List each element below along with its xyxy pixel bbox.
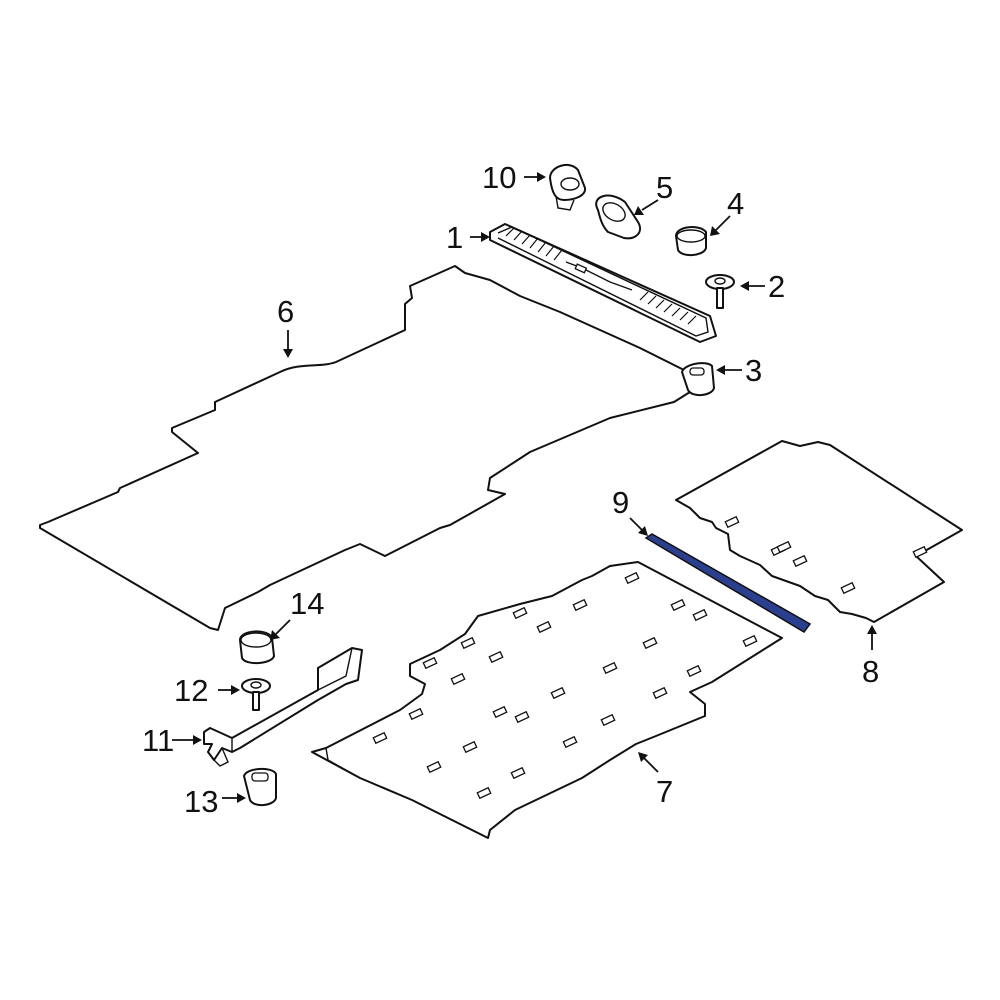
- part-8-rear-mat[interactable]: [675, 440, 963, 623]
- callout-14: 14: [290, 586, 324, 621]
- part-10-bumper[interactable]: [549, 163, 587, 211]
- part-7-floor-mat[interactable]: [311, 561, 783, 839]
- callout-4: 4: [727, 186, 744, 221]
- callout-13: 13: [184, 784, 218, 819]
- callout-1: 1: [446, 220, 463, 255]
- part-11-bracket[interactable]: [203, 647, 363, 767]
- leader-lines: [172, 172, 877, 803]
- callout-9: 9: [612, 485, 629, 520]
- callout-8: 8: [862, 654, 879, 689]
- part-2-push-pin[interactable]: [705, 274, 735, 309]
- callout-5: 5: [656, 170, 673, 205]
- part-14-plug[interactable]: [239, 630, 275, 664]
- callout-2: 2: [768, 269, 785, 304]
- part-6-floor-mat[interactable]: [39, 265, 691, 631]
- part-4-plug[interactable]: [675, 226, 707, 256]
- part-9-strip[interactable]: [644, 533, 812, 633]
- callout-7: 7: [656, 774, 673, 809]
- callout-11: 11: [142, 723, 174, 758]
- part-5-grommet[interactable]: [595, 194, 642, 240]
- callout-6: 6: [277, 294, 294, 329]
- part-13-clip[interactable]: [243, 768, 277, 806]
- callout-labels: 1 2 3 4 5 6 7 8 9 10 11 12 13 14: [142, 160, 879, 819]
- part-1-sill-plate[interactable]: [489, 223, 717, 343]
- rear-mat-slots: [724, 515, 928, 595]
- callout-3: 3: [745, 353, 762, 388]
- part-3-clip[interactable]: [681, 362, 715, 396]
- callout-12: 12: [174, 673, 208, 708]
- part-12-push-pin[interactable]: [241, 678, 271, 711]
- sill-plate-hatch: [505, 227, 697, 325]
- callout-10: 10: [482, 160, 516, 195]
- middle-mat-slots: [372, 571, 758, 800]
